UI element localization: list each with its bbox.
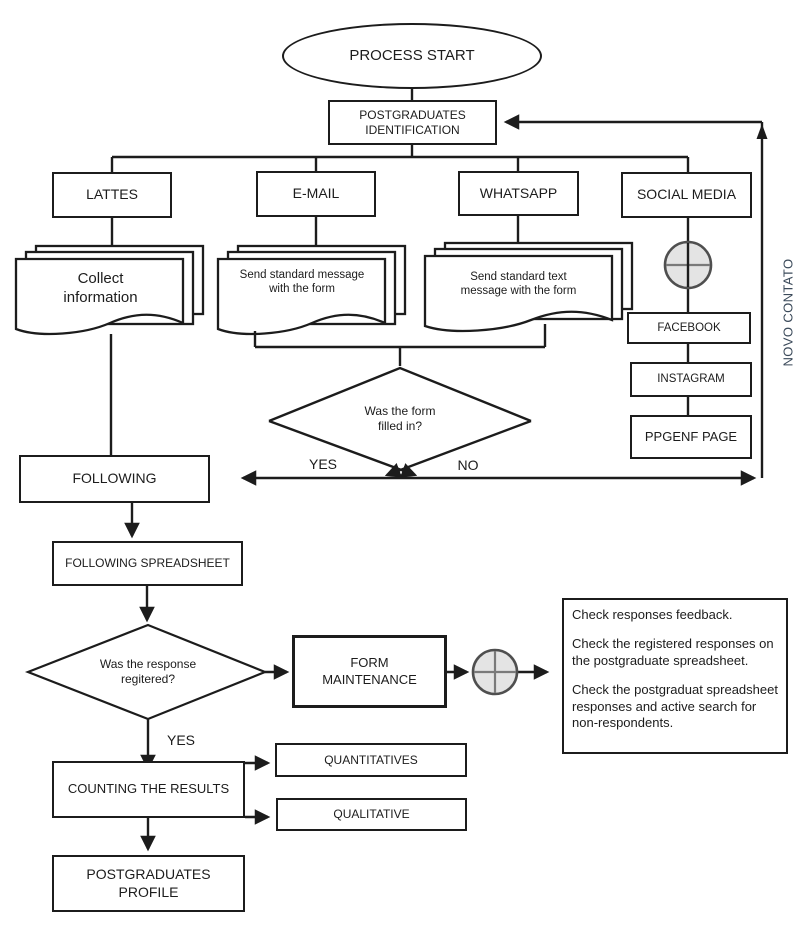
channel-lattes-node: LATTES — [52, 172, 172, 218]
connector-distribution — [110, 145, 690, 172]
following-spreadsheet-node: FOLLOWING SPREADSHEET — [52, 541, 243, 586]
checklist-item-3: Check the postgraduat spreadsheet respon… — [572, 681, 778, 731]
following-label: FOLLOWING — [72, 470, 157, 487]
decision1-diamond — [268, 366, 532, 478]
qualitative-node: QUALITATIVE — [276, 798, 467, 831]
email-msg-line2: with the form — [269, 283, 335, 295]
social-media-label: SOCIAL MEDIA — [636, 186, 737, 203]
instagram-label: INSTAGRAM — [657, 373, 725, 386]
ppgenf-page-label: PPGENF PAGE — [644, 428, 738, 444]
connector-results — [140, 755, 271, 852]
counting-results-label: COUNTING THE RESULTS — [67, 781, 230, 797]
facebook-label: FACEBOOK — [657, 321, 721, 334]
decision1-label: Was the form filled in? — [330, 401, 470, 437]
connector-decision2-out — [140, 664, 290, 771]
profile-line1: POSTGRADUATES — [86, 866, 211, 882]
quantitatives-label: QUANTITATIVES — [324, 752, 418, 767]
connector-following-chain — [124, 503, 155, 623]
email-label: E-MAIL — [292, 185, 340, 202]
ppgenf-page-node: PPGENF PAGE — [630, 415, 752, 459]
form-maintenance-node: FORM MAINTENANCE — [292, 635, 447, 708]
following-spreadsheet-label: FOLLOWING SPREADSHEET — [65, 556, 230, 570]
decision2-yes-text: YES — [166, 732, 195, 749]
identification-line2: IDENTIFICATION — [365, 122, 460, 137]
following-node: FOLLOWING — [19, 455, 210, 503]
whatsapp-msg-line1: Send standard text — [470, 270, 567, 283]
quantitatives-node: QUANTITATIVES — [275, 743, 467, 777]
connector-channels-to-documents — [110, 216, 520, 250]
decision2-yes-label: YES — [158, 732, 204, 750]
decision1-yes-text: YES — [308, 456, 337, 473]
lattes-label: LATTES — [86, 186, 138, 203]
postgraduates-profile-node: POSTGRADUATES PROFILE — [52, 855, 245, 912]
collect-information-label: Collect information — [28, 266, 173, 312]
document-stack-whatsapp — [423, 241, 634, 333]
counting-results-node: COUNTING THE RESULTS — [52, 761, 245, 818]
qualitative-label: QUALITATIVE — [333, 807, 410, 821]
connector-documents-to-decision1 — [253, 324, 547, 366]
junction-circle-maintenance — [471, 648, 519, 696]
checklist-item-2: Check the registered responses on the po… — [572, 635, 774, 668]
decision1-no-text: NO — [457, 457, 479, 474]
email-message-label: Send standard message with the form — [222, 264, 382, 300]
decision1-line2: filled in? — [377, 419, 423, 433]
checklist-item-1: Check responses feedback. — [572, 607, 733, 622]
form-maintenance-line1: FORM — [350, 655, 389, 671]
whatsapp-msg-line2: message with the form — [460, 285, 577, 297]
form-maintenance-line2: MAINTENANCE — [322, 671, 417, 687]
whatsapp-label: WHATSAPP — [479, 184, 558, 201]
collect-line1: Collect — [77, 270, 124, 288]
channel-whatsapp-node: WHATSAPP — [458, 171, 579, 216]
decision2-line2: regitered? — [120, 672, 176, 686]
channel-social-media-node: SOCIAL MEDIA — [621, 172, 752, 218]
checklist-box: Check responses feedback. Check the regi… — [562, 598, 788, 754]
identification-node: POSTGRADUATES IDENTIFICATION — [328, 100, 497, 145]
novo-contato-label: NOVO CONTATO — [780, 258, 796, 367]
profile-line2: PROFILE — [118, 883, 179, 900]
channel-email-node: E-MAIL — [256, 171, 376, 217]
connector-feedback-loop — [503, 114, 768, 478]
whatsapp-message-label: Send standard text message with the form — [430, 266, 607, 302]
decision1-line1: Was the form — [364, 404, 436, 418]
document-stack-email — [216, 244, 407, 336]
decision2-label: Was the response regitered? — [75, 654, 221, 690]
junction-circle-social — [663, 240, 713, 290]
collect-line2: information — [63, 289, 138, 306]
email-msg-line1: Send standard message — [239, 268, 365, 281]
identification-line1: POSTGRADUATES — [359, 107, 466, 122]
start-label: PROCESS START — [349, 46, 475, 64]
instagram-node: INSTAGRAM — [630, 362, 752, 397]
decision2-line1: Was the response — [99, 657, 197, 671]
decision1-yes-label: YES — [300, 456, 346, 474]
decision1-no-label: NO — [448, 457, 488, 475]
document-stack-lattes — [14, 244, 205, 336]
facebook-node: FACEBOOK — [627, 312, 751, 344]
start-node: PROCESS START — [282, 23, 542, 89]
